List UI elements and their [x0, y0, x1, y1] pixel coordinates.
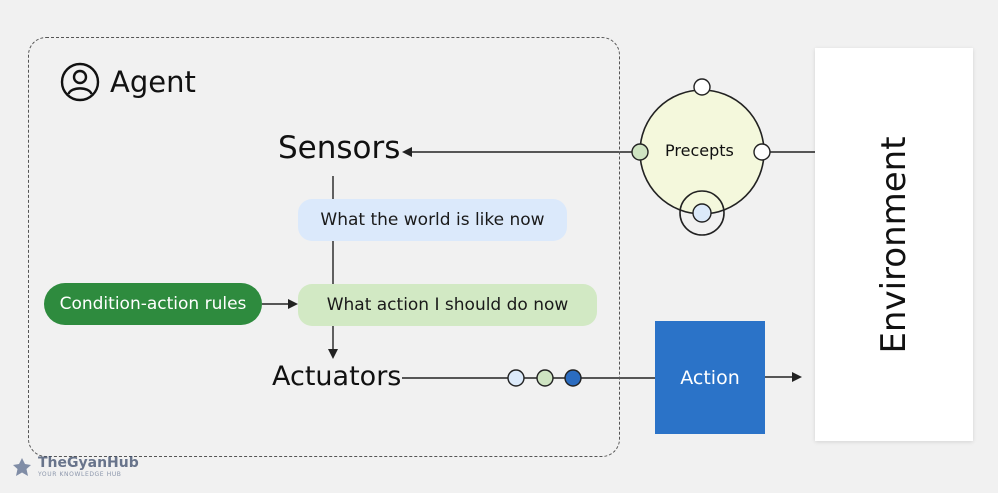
precepts-right-dot	[753, 143, 771, 161]
action-choice-pill: What action I should do now	[298, 284, 597, 326]
precepts-ring	[679, 190, 725, 236]
precepts-bottom-dot	[692, 203, 712, 223]
sensors-label: Sensors	[278, 130, 401, 166]
precepts-top-dot	[693, 78, 711, 96]
action-box: Action	[655, 321, 765, 434]
watermark-logo-icon	[13, 458, 31, 476]
environment-label: Environment	[874, 135, 914, 354]
flow-dot-dark-blue	[564, 369, 582, 387]
actuators-label: Actuators	[272, 361, 402, 392]
flow-dot-light-green	[536, 369, 554, 387]
watermark: TheGyanHub YOUR KNOWLEDGE HUB	[12, 456, 139, 478]
environment-box: Environment	[815, 48, 973, 441]
agent-header: Agent	[60, 60, 196, 104]
condition-action-rules-pill: Condition-action rules	[44, 283, 262, 325]
precepts-label: Precepts	[665, 141, 734, 160]
action-label: Action	[680, 366, 740, 389]
world-state-pill: What the world is like now	[298, 199, 567, 241]
flow-dot-light-blue	[507, 369, 525, 387]
agent-title: Agent	[110, 65, 196, 99]
watermark-brand: TheGyanHub	[38, 455, 139, 471]
precepts-left-dot	[631, 143, 649, 161]
watermark-tagline: YOUR KNOWLEDGE HUB	[38, 471, 122, 478]
agent-boundary	[28, 37, 620, 457]
user-circle-icon	[60, 62, 100, 102]
